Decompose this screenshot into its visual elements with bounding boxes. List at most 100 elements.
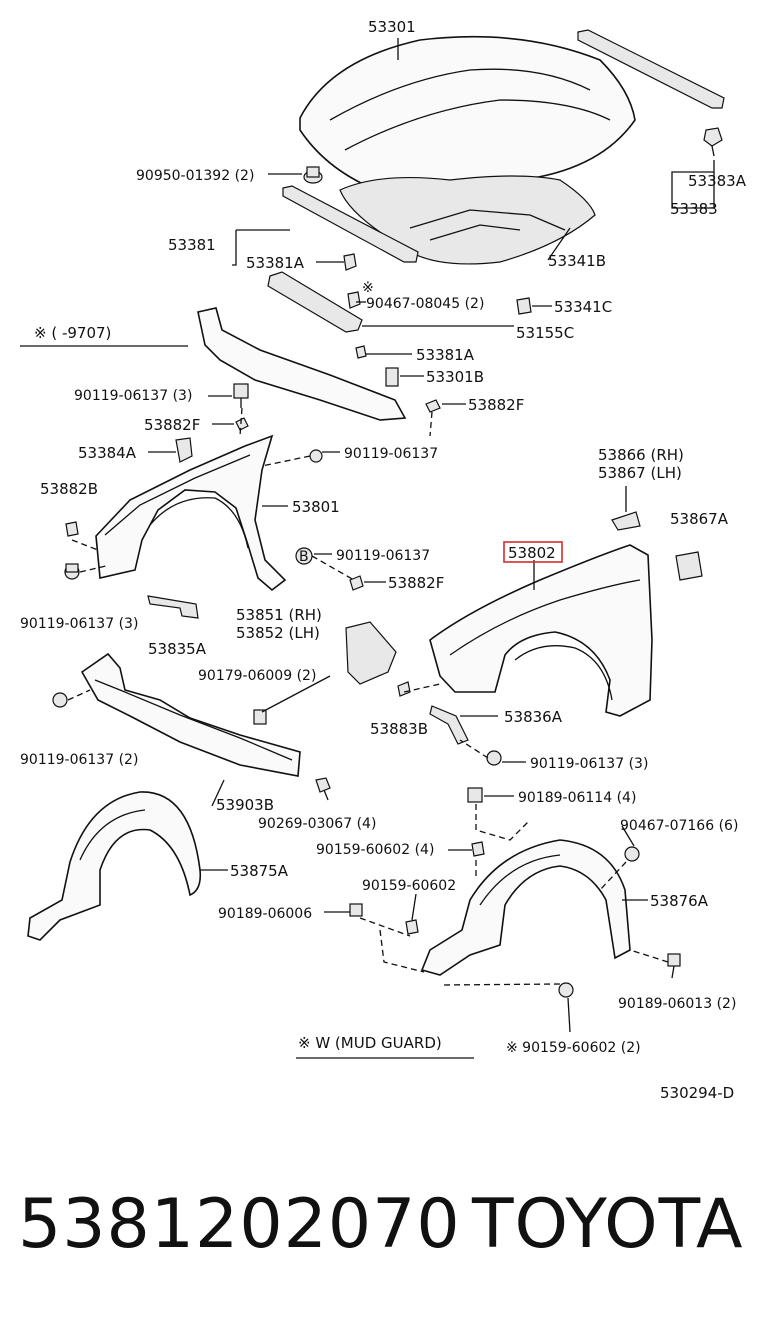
label-53835A: 53835A	[148, 640, 207, 658]
label-53801: 53801	[292, 498, 340, 516]
label-90467-07166: 90467-07166 (6)	[620, 818, 738, 834]
bracket-53836A	[429, 705, 469, 745]
brand-name: TOYOTA	[472, 1185, 744, 1264]
label-53875A: 53875A	[230, 862, 289, 880]
fender-liner-left	[27, 791, 202, 941]
dashed-guides	[67, 407, 669, 986]
labels: 53301 90950-01392 (2) 53381 53381A ※ 904…	[20, 18, 747, 1056]
label-90119-f: 90119-06137 (3)	[530, 756, 648, 772]
clip-90467-08045	[347, 291, 361, 309]
bolt-90119-lower-left	[52, 692, 68, 708]
label-90119-b: 90119-06137	[344, 446, 438, 462]
label-53903B: 53903B	[216, 796, 274, 814]
label-53341B: 53341B	[548, 252, 606, 270]
fender-left	[95, 434, 287, 592]
label-53866: 53866 (RH)	[598, 446, 684, 464]
screw-90159-a	[471, 841, 485, 857]
bracket-53851	[345, 621, 397, 685]
clip-53341C	[516, 297, 532, 315]
label-53301: 53301	[368, 18, 416, 36]
range-note: ※ ( -9707)	[34, 324, 111, 342]
radiator-support-upper	[197, 307, 407, 421]
label-53836A: 53836A	[504, 708, 563, 726]
label-53381: 53381	[168, 236, 216, 254]
figure-code: 530294-D	[660, 1084, 734, 1102]
label-53882F-1: 53882F	[144, 416, 200, 434]
bumper-reinforcement	[80, 652, 301, 777]
clip-53882F-c	[349, 575, 364, 591]
clip-90189-06114	[467, 787, 483, 803]
clip-90467-07166	[624, 846, 640, 862]
label-90189-06013: 90189-06013 (2)	[618, 996, 736, 1012]
label-90119-a: 90119-06137 (3)	[74, 388, 192, 404]
label-53851: 53851 (RH)	[236, 606, 322, 624]
label-90269: 90269-03067 (4)	[258, 816, 376, 832]
bolt-90119-upper	[233, 383, 249, 408]
label-90119-e: 90119-06137 (2)	[20, 752, 138, 768]
nut-90179	[253, 709, 267, 725]
mud-guard-note: ※ W (MUD GUARD)	[298, 1034, 442, 1052]
cowl-seal	[577, 29, 725, 109]
label-90189-06114: 90189-06114 (4)	[518, 790, 636, 806]
cushion-53301B	[385, 367, 399, 387]
label-53341C: 53341C	[554, 298, 612, 316]
screw-90269	[315, 777, 331, 801]
label-53802: 53802	[508, 544, 556, 562]
label-53867: 53867 (LH)	[598, 464, 682, 482]
clip-53383A	[703, 127, 723, 157]
screw-90159-b	[405, 919, 419, 935]
bolt-90119-right	[486, 750, 502, 766]
part-number: 5381202070	[18, 1185, 461, 1264]
clip-53381A-upper	[343, 253, 357, 271]
label-53882B: 53882B	[40, 480, 98, 498]
hood-seal	[282, 185, 419, 263]
clip-53882B	[65, 521, 79, 537]
bracket-53866	[611, 511, 641, 531]
label-90119-d: 90119-06137 (3)	[20, 616, 138, 632]
label-90119-c: 90119-06137	[336, 548, 430, 564]
hood-bumper-90950	[303, 166, 323, 184]
nut-53882F-a	[235, 417, 249, 431]
label-53381A-2: 53381A	[416, 346, 475, 364]
label-53882F-3: 53882F	[388, 574, 444, 592]
label-53852: 53852 (LH)	[236, 624, 320, 642]
washer-90119-mid: B	[295, 547, 313, 565]
label-53155C: 53155C	[516, 324, 574, 342]
nut-90189-06013	[667, 953, 681, 967]
label-53882F-2: 53882F	[468, 396, 524, 414]
bolt-90119-left	[64, 563, 80, 580]
fender-right	[429, 544, 653, 717]
nut-90189-06006	[349, 903, 363, 917]
label-90467-08045: 90467-08045 (2)	[366, 296, 484, 312]
label-note-symbol: ※	[362, 280, 374, 296]
label-53883B: 53883B	[370, 720, 428, 738]
label-90159-c: ※ 90159-60602 (2)	[506, 1040, 641, 1056]
bracket-53867A	[675, 551, 703, 581]
screw-90159-c	[558, 982, 574, 998]
clip-53381A-lower	[355, 345, 367, 359]
label-53381A-1: 53381A	[246, 254, 305, 272]
label-90950: 90950-01392 (2)	[136, 168, 254, 184]
label-53383A: 53383A	[688, 172, 747, 190]
label-53301B: 53301B	[426, 368, 484, 386]
fender-liner-right	[420, 839, 631, 976]
bracket-53384A	[175, 437, 193, 463]
label-90159-b: 90159-60602	[362, 878, 456, 894]
label-53383: 53383	[670, 200, 718, 218]
label-90179: 90179-06009 (2)	[198, 668, 316, 684]
leader-lines	[148, 38, 715, 1033]
label-90159-a: 90159-60602 (4)	[316, 842, 434, 858]
notes: ※ ( -9707) ※ W (MUD GUARD) 530294-D	[20, 324, 734, 1102]
hood-support-bar	[267, 271, 363, 333]
clip-53883B	[397, 681, 411, 697]
bracket-53835A	[147, 595, 199, 619]
label-53867A: 53867A	[670, 510, 729, 528]
svg-text:B: B	[299, 549, 309, 565]
nut-53882F-b	[425, 399, 441, 413]
hood-panel	[299, 35, 636, 265]
bolt-90119-mid	[309, 449, 323, 463]
highlight-box	[503, 541, 563, 563]
label-90189-06006: 90189-06006	[218, 906, 312, 922]
label-53384A: 53384A	[78, 444, 137, 462]
